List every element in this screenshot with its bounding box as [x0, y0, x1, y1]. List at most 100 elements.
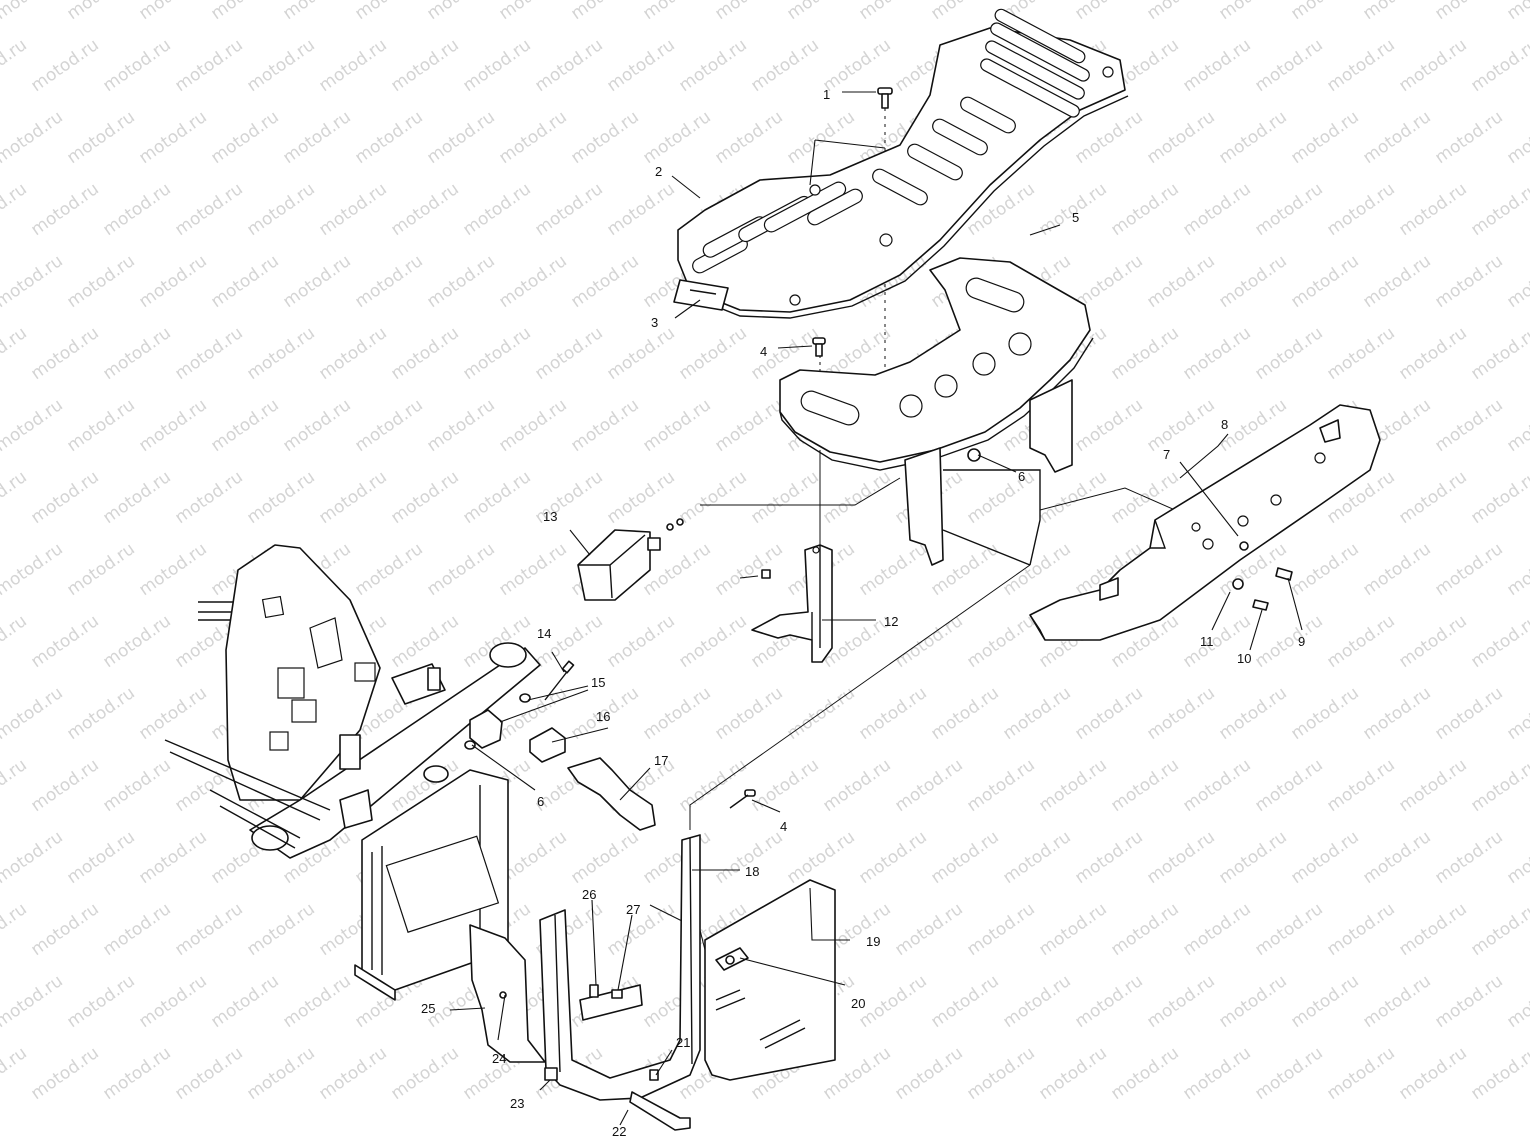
watermark-text: motod.ru — [603, 611, 678, 672]
shield-part — [704, 879, 836, 1081]
callout-18: 18 — [745, 864, 759, 879]
watermark-text: motod.ru — [387, 467, 462, 528]
tube-part — [567, 757, 656, 831]
watermark-text: motod.ru — [0, 755, 31, 816]
watermark-text: motod.ru — [0, 1043, 31, 1104]
watermark-text: motod.ru — [1287, 107, 1362, 168]
watermark-text: motod.ru — [927, 971, 1002, 1032]
callout-6-lower: 6 — [537, 794, 544, 809]
watermark-text: motod.ru — [387, 1043, 462, 1104]
watermark-text: motod.ru — [1395, 755, 1470, 816]
callout-11: 11 — [1200, 634, 1214, 649]
callout-25: 25 — [421, 1001, 435, 1016]
callout-23: 23 — [510, 1096, 524, 1111]
watermark-text: motod.ru — [1395, 179, 1470, 240]
watermark-text: motod.ru — [567, 251, 642, 312]
watermark-text: motod.ru — [999, 539, 1074, 600]
watermark-text: motod.ru — [855, 683, 930, 744]
watermark-text: motod.ru — [99, 755, 174, 816]
watermark-text: motod.ru — [1251, 1043, 1326, 1104]
watermark-text: motod.ru — [1323, 611, 1398, 672]
callout-13: 13 — [543, 509, 557, 524]
watermark-text: motod.ru — [207, 0, 282, 24]
callout-labels: 1 2 3 4 5 6 7 8 9 10 11 12 13 14 15 16 1… — [421, 87, 1305, 1139]
watermark-text: motod.ru — [1503, 395, 1530, 456]
watermark-text: motod.ru — [639, 971, 714, 1032]
watermark-text: motod.ru — [783, 683, 858, 744]
watermark-text: motod.ru — [675, 611, 750, 672]
watermark-text: motod.ru — [27, 755, 102, 816]
watermark-text: motod.ru — [63, 251, 138, 312]
watermark-text: motod.ru — [279, 0, 354, 24]
watermark-text: motod.ru — [171, 35, 246, 96]
callout-27: 27 — [626, 902, 640, 917]
watermark-text: motod.ru — [1503, 251, 1530, 312]
watermark-text: motod.ru — [27, 611, 102, 672]
watermark-text: motod.ru — [1287, 683, 1362, 744]
watermark-text: motod.ru — [1107, 179, 1182, 240]
watermark-text: motod.ru — [63, 395, 138, 456]
watermark-text: motod.ru — [1323, 899, 1398, 960]
watermark-text: motod.ru — [1107, 899, 1182, 960]
watermark-text: motod.ru — [711, 107, 786, 168]
watermark-text: motod.ru — [1215, 683, 1290, 744]
reflector-part — [673, 279, 729, 311]
hook-part — [629, 1091, 691, 1131]
watermark-text: motod.ru — [603, 467, 678, 528]
watermark-text: motod.ru — [747, 35, 822, 96]
callout-7: 7 — [1163, 447, 1170, 462]
watermark-text: motod.ru — [279, 395, 354, 456]
watermark-text: motod.ru — [675, 35, 750, 96]
panel-part — [469, 924, 546, 1063]
watermark-text: motod.ru — [315, 35, 390, 96]
watermark-text: motod.ru — [1179, 899, 1254, 960]
watermark-text: motod.ru — [135, 683, 210, 744]
watermark-text: motod.ru — [675, 467, 750, 528]
watermark-text: motod.ru — [207, 395, 282, 456]
watermark-text: motod.ru — [63, 827, 138, 888]
watermark-text: motod.ru — [315, 467, 390, 528]
callout-5: 5 — [1072, 210, 1079, 225]
watermark-text: motod.ru — [1287, 971, 1362, 1032]
watermark-text: motod.ru — [1251, 899, 1326, 960]
watermark-text: motod.ru — [675, 755, 750, 816]
watermark-text: motod.ru — [999, 827, 1074, 888]
watermark-text: motod.ru — [0, 0, 67, 24]
watermark-text: motod.ru — [1467, 35, 1530, 96]
watermark-text: motod.ru — [1251, 323, 1326, 384]
watermark-text: motod.ru — [63, 539, 138, 600]
watermark-text: motod.ru — [0, 395, 67, 456]
watermark-text: motod.ru — [423, 0, 498, 24]
watermark-text: motod.ru — [1323, 323, 1398, 384]
watermark-text: motod.ru — [567, 0, 642, 24]
watermark-text: motod.ru — [1215, 251, 1290, 312]
watermark-text: motod.ru — [747, 467, 822, 528]
watermark-text: motod.ru — [639, 683, 714, 744]
watermark-text: motod.ru — [63, 971, 138, 1032]
watermark-text: motod.ru — [1143, 827, 1218, 888]
watermark-text: motod.ru — [531, 179, 606, 240]
callout-21: 21 — [676, 1035, 690, 1050]
watermark-text: motod.ru — [711, 0, 786, 24]
watermark-text: motod.ru — [1143, 251, 1218, 312]
callout-24: 24 — [492, 1051, 506, 1066]
watermark-text: motod.ru — [1035, 899, 1110, 960]
watermark-text: motod.ru — [243, 35, 318, 96]
watermark-text: motod.ru — [1395, 323, 1470, 384]
small-fasteners — [499, 955, 735, 1081]
watermark-text: motod.ru — [1323, 1043, 1398, 1104]
watermark-text: motod.ru — [0, 323, 31, 384]
watermark-text: motod.ru — [27, 1043, 102, 1104]
callout-4-upper: 4 — [760, 344, 767, 359]
watermark-text: motod.ru — [1431, 0, 1506, 24]
watermark-text: motod.ru — [99, 323, 174, 384]
callout-12: 12 — [884, 614, 898, 629]
watermark-text: motod.ru — [27, 179, 102, 240]
watermark-text: motod.ru — [1215, 0, 1290, 24]
watermark-text: motod.ru — [1467, 1043, 1530, 1104]
callout-2: 2 — [655, 164, 662, 179]
watermark-text: motod.ru — [1431, 107, 1506, 168]
watermark-text: motod.ru — [1287, 539, 1362, 600]
watermark-text: motod.ru — [135, 107, 210, 168]
watermark-text: motod.ru — [1215, 827, 1290, 888]
